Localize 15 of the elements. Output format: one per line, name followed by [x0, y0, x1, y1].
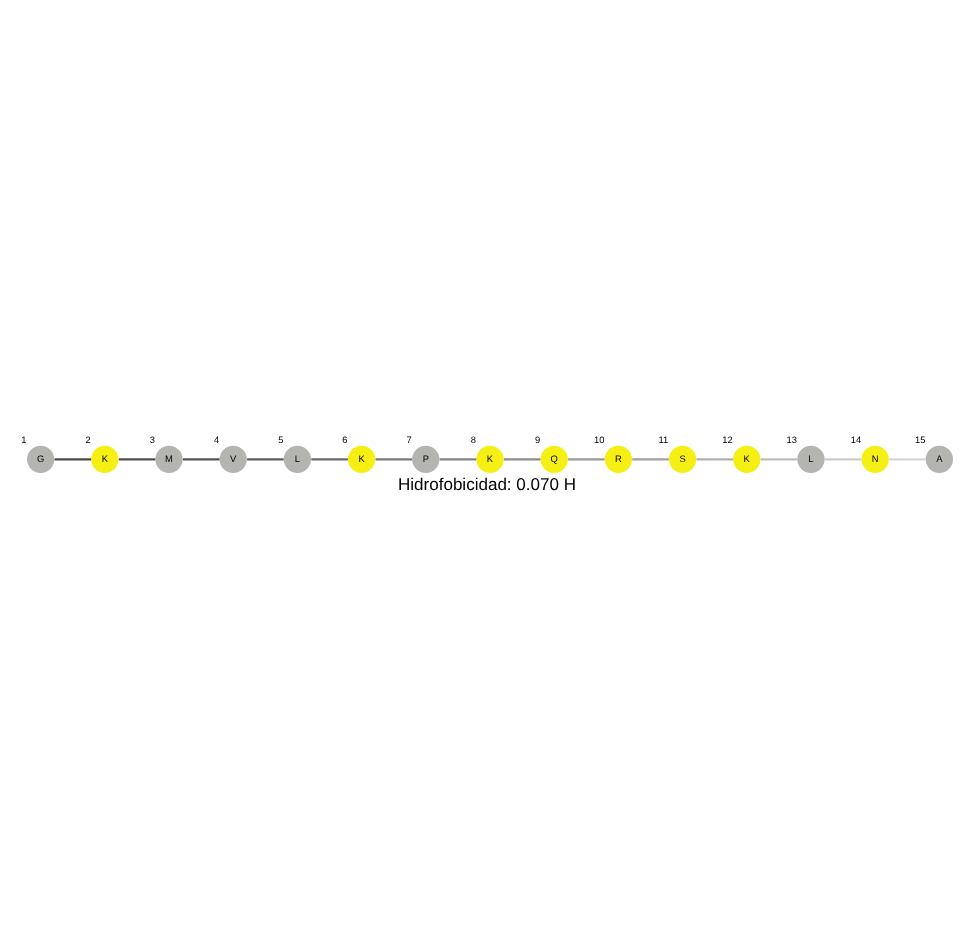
connector — [118, 457, 156, 460]
connector — [568, 457, 605, 460]
connector — [760, 457, 798, 460]
connector — [632, 457, 669, 460]
connector — [824, 457, 862, 460]
connector — [54, 457, 92, 460]
caption: Hidrofobicidad: 0.070 H — [398, 473, 576, 494]
connector — [182, 457, 220, 460]
connector — [439, 457, 477, 460]
connector — [889, 457, 926, 460]
connector — [696, 457, 734, 460]
connector — [503, 457, 541, 460]
connector — [247, 457, 284, 460]
connector — [311, 457, 348, 460]
connector — [375, 457, 413, 460]
